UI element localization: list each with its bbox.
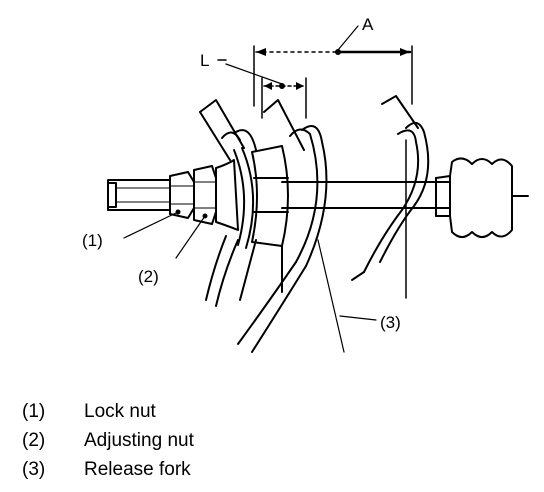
release-lever-right (351, 95, 430, 299)
callout-1: (1) (82, 231, 103, 250)
callout-leaders (123, 211, 377, 353)
callout-2: (2) (138, 267, 159, 286)
label-a: A (362, 15, 374, 34)
dimension-a (253, 25, 413, 107)
legend-row-release-fork: (3) Release fork (22, 455, 194, 484)
legend-text: Lock nut (84, 400, 156, 422)
callout-3: (3) (380, 313, 401, 332)
legend-number: (2) (22, 429, 46, 451)
legend-number: (3) (22, 458, 46, 480)
release-fork (237, 99, 328, 353)
legend-row-adjusting-nut: (2) Adjusting nut (22, 426, 194, 455)
main-shaft (281, 181, 451, 209)
legend: (1) Lock nut (2) Adjusting nut (3) Relea… (22, 397, 194, 484)
lock-nut (169, 171, 195, 219)
clutch-release-diagram: A L (1) (2) (3) (82, 15, 529, 353)
rubber-boot (435, 157, 529, 238)
legend-number: (1) (22, 400, 46, 422)
return-spring (205, 235, 257, 307)
label-l: L (200, 51, 209, 70)
spherical-washer (215, 147, 255, 249)
legend-text: Adjusting nut (84, 429, 194, 451)
push-rod (107, 179, 171, 211)
dimension-l (217, 59, 307, 119)
fork-bracket-left (199, 99, 257, 161)
release-bearing (251, 145, 289, 247)
legend-row-lock-nut: (1) Lock nut (22, 397, 194, 426)
legend-text: Release fork (84, 458, 191, 480)
